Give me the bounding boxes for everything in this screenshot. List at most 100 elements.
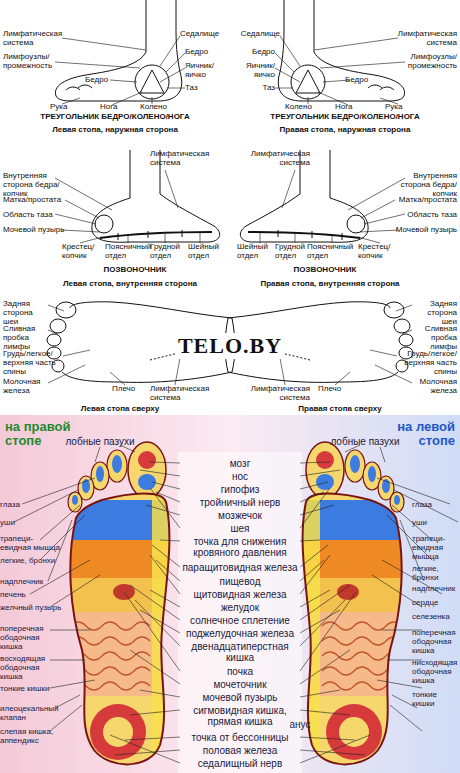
toe-marks [66, 85, 92, 90]
right-sole-map [62, 442, 177, 773]
reflex-zone-label: сердце [412, 598, 460, 607]
organ-label: Грудной отдел [275, 243, 310, 261]
organ-label: Шейный отдел [188, 243, 223, 261]
reflex-zone-label: трапеци- евидная мышца [0, 534, 62, 552]
organ-label: Задняя сторона шеи [412, 300, 457, 327]
organ-label: Лимфатическая система [395, 30, 457, 48]
organ-label: Нога [335, 103, 360, 112]
reflex-zone-label: сигмовидная кишка, прямая кишка [180, 705, 300, 727]
organ-label: Таз [185, 84, 210, 93]
leader-lines [55, 170, 200, 243]
view-caption: Правая стопа сверху [270, 405, 410, 414]
reflex-zone-label: легкие, бронхи [0, 556, 62, 565]
reflex-zone-label: глаза [0, 500, 62, 509]
reflex-zone-label: уши [412, 518, 460, 527]
organ-label: Рука [385, 103, 410, 112]
reflex-zone-label: тонкие кишки [0, 684, 62, 693]
toe [50, 319, 66, 333]
organ-label: Сливная пробка лимфы [3, 325, 48, 352]
foot-outline [55, 0, 181, 101]
organ-label: Плечо [112, 385, 142, 394]
reflex-zone-label: двенадцатиперстная кишка [180, 641, 300, 663]
organ-label: Крестец/ копчик [62, 243, 102, 261]
organ-label: Лимфатическая система [250, 150, 310, 168]
reflex-zone-label: трапеци- евидная мышца [412, 534, 460, 561]
toe [56, 302, 76, 318]
organ-label: Рука [50, 103, 75, 112]
foot-outer-view-mirrored [275, 0, 405, 105]
reflex-zone-label: шея [180, 523, 300, 534]
watermark: TELO.BY [175, 333, 285, 359]
organ-label: Лимфатическая система [250, 385, 310, 403]
reflex-zone-label: гипофиз [180, 484, 300, 495]
organ-label: Мочевой пузырь [3, 226, 73, 235]
reflex-zone-label: нос [180, 471, 300, 482]
reflex-zone-label: тонкие кишки [412, 690, 460, 708]
organ-label: Матка/простата [3, 196, 73, 205]
organ-label: Лимфатическая система [150, 150, 210, 168]
organ-label: Внутренняя сторона бедра/ копчик [3, 172, 63, 199]
organ-label: Бедро [185, 48, 220, 57]
organ-label: Область таза [397, 211, 457, 220]
reflex-zone-label: мозг [180, 458, 300, 469]
view-caption: Правая стопа, внутренняя сторона [240, 280, 420, 289]
reflex-zone-label: легкие, бронхи [412, 564, 460, 582]
reflex-zone-label: илеоцекальный клапан [0, 704, 62, 722]
reflex-zone-label: седалищный нерв [180, 758, 300, 769]
organ-label: Внутренняя сторона бедра/ копчик [397, 172, 457, 199]
foot-outline [92, 150, 220, 242]
reflex-zone-label: точка от бессонницы [180, 732, 300, 743]
reflex-zone-label: паращитовидная железа [180, 562, 300, 573]
reflex-zone-label: нисходящая ободочная кишка [412, 658, 460, 685]
organ-label: Задняя сторона шеи [3, 300, 48, 327]
reflex-zone-label: лобные пазухи [60, 436, 140, 447]
organ-label: Яичник/ яичко [235, 62, 275, 80]
reflex-zone-label: половая железа [180, 745, 300, 756]
organ-label: Грудной отдел [150, 243, 185, 261]
leader-lines [48, 305, 180, 385]
organ-label: Область таза [3, 211, 63, 220]
pelvis-circle [95, 215, 113, 233]
reflex-zone-label: восходящая ободочная кишка [0, 654, 62, 681]
toe [47, 334, 61, 346]
organ-label: Грудь/легкое/ верхняя часть спины [397, 350, 457, 377]
reflex-zone-label: почка [180, 666, 300, 677]
reflex-zone-label: слепая кишка, аппендикс [0, 727, 62, 745]
foot-inner-view [55, 150, 220, 243]
organ-label: Поясничный отдел [307, 243, 355, 261]
organ-label: Матка/простата [387, 196, 457, 205]
leader-lines [95, 445, 180, 763]
foot-inner-view-mirrored [240, 150, 405, 243]
organ-label: Яичник/ яичко [185, 62, 225, 80]
organ-label: Сливная пробка лимфы [412, 325, 457, 352]
center-leaders-mirrored [300, 445, 385, 763]
foot-outer-view [55, 0, 185, 105]
organ-label: Шейный отдел [237, 243, 272, 261]
organ-label: Молочная железа [412, 378, 457, 396]
reflex-zone-label: лобные пазухи [325, 436, 405, 447]
reflex-zone-label: солнечное сплетение [180, 615, 300, 626]
reflex-zone-label: точка для снижения кровяного давления [180, 536, 300, 558]
organ-label: Лимфатическая система [3, 30, 65, 48]
organ-label: Мочевой пузырь [387, 226, 457, 235]
group-heading: ТРЕУГОЛЬНИК БЕДРО/КОЛЕНО/НОГА [20, 113, 210, 122]
reflex-zone-label: надплечник [412, 584, 460, 593]
reflex-zone-label: щитовидная железа [180, 589, 300, 600]
spine-ticks [118, 230, 182, 240]
reflex-zone-label: мочевой пузырь [180, 692, 300, 703]
organ-label: Лимфоузлы/ промежность [3, 53, 58, 71]
reflex-zone-label: пищевод [180, 576, 300, 587]
left-sole-map [295, 442, 410, 773]
organ-label: Нога [100, 103, 125, 112]
reflex-zone-label: поперечная ободочная кишка [412, 628, 460, 655]
label-band [178, 452, 302, 773]
view-caption: Левая стопа сверху [50, 405, 190, 414]
group-heading: ПОЗВОНОЧНИК [95, 266, 175, 275]
organ-label: Бедро [240, 48, 275, 57]
organ-label: Грудь/легкое/ верхняя часть спины [3, 350, 63, 377]
organ-label: Плечо [318, 385, 348, 394]
view-caption: Левая стопа, внутренняя сторона [40, 280, 220, 289]
reflex-zone-label: печень [0, 590, 62, 599]
organ-label: Лимфоузлы/ промежность [402, 53, 457, 71]
